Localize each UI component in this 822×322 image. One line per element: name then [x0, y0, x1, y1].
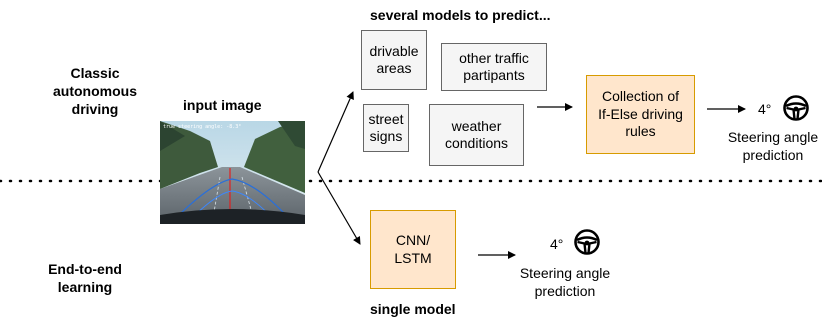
- signs-line2: signs: [369, 128, 403, 144]
- classic-label-line2: autonomous: [53, 83, 137, 100]
- drivable-areas-box: drivable areas: [361, 30, 427, 90]
- cnn-line1: CNN/: [395, 232, 431, 248]
- e2e-angle-value: 4°: [550, 236, 564, 252]
- input-image: true steering angle: -8.3°: [160, 121, 305, 224]
- arrow-to-cnn: [317, 171, 361, 245]
- e2e-label-line2: learning: [57, 279, 113, 296]
- if-else-rules-box: Collection of If-Else driving rules: [586, 75, 695, 154]
- e2e-caption-line2: prediction: [534, 283, 596, 300]
- steering-wheel-icon: [574, 229, 600, 255]
- several-models-label: several models to predict...: [370, 7, 551, 23]
- classic-label-line3: driving: [71, 101, 119, 118]
- weather-conditions-box: weather conditions: [429, 104, 524, 166]
- cnn-lstm-box: CNN/ LSTM: [370, 210, 456, 289]
- rules-line3: rules: [625, 123, 656, 140]
- classic-caption-line1: Steering angle: [727, 129, 819, 145]
- signs-line1: street: [368, 110, 404, 127]
- classic-driving-label: Classic autonomous driving: [40, 64, 150, 119]
- e2e-label-line1: End-to-end: [48, 261, 122, 277]
- e2e-output-caption: Steering angle prediction: [510, 264, 620, 300]
- drivable-line2: areas: [376, 60, 412, 76]
- classic-caption-line2: prediction: [742, 147, 804, 164]
- weather-line1: weather: [451, 117, 502, 134]
- traffic-line1: other traffic: [459, 49, 529, 66]
- end-to-end-label: End-to-end learning: [30, 260, 140, 296]
- street-signs-box: street signs: [363, 104, 409, 152]
- steering-wheel-icon: [783, 95, 809, 121]
- weather-line2: conditions: [444, 135, 509, 151]
- rules-line1: Collection of: [601, 88, 680, 105]
- cnn-line2: LSTM: [394, 249, 432, 266]
- classic-label-line1: Classic: [70, 65, 120, 81]
- e2e-caption-line1: Steering angle: [519, 265, 611, 281]
- traffic-participants-box: other traffic partipants: [441, 43, 547, 91]
- dashcam-road-photo-icon: [160, 121, 305, 224]
- input-image-label: input image: [183, 97, 262, 113]
- traffic-line2: partipants: [463, 67, 525, 83]
- single-model-label: single model: [370, 301, 456, 317]
- drivable-line1: drivable: [369, 42, 419, 59]
- rules-line2: If-Else driving: [598, 105, 683, 122]
- arrow-to-models: [317, 91, 354, 173]
- classic-angle-value: 4°: [758, 101, 772, 117]
- image-overlay-text: true steering angle: -8.3°: [163, 124, 242, 130]
- classic-output-caption: Steering angle prediction: [718, 128, 822, 164]
